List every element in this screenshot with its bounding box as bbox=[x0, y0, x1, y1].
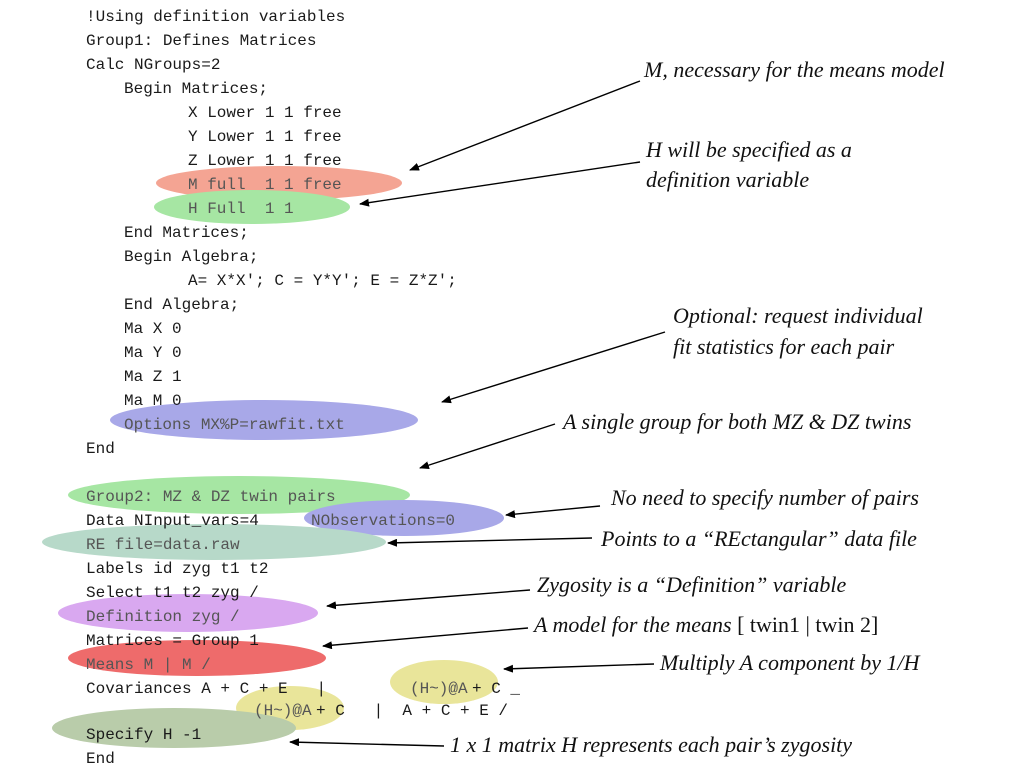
code-line: NObservations=0 bbox=[311, 512, 456, 530]
code-line: Labels id zyg t1 t2 bbox=[86, 560, 269, 578]
code-line: (H~)@A bbox=[254, 702, 312, 720]
code-line: Begin Matrices; bbox=[124, 80, 269, 98]
code-line: Ma X 0 bbox=[124, 320, 182, 338]
arrow-matrix-h bbox=[289, 738, 445, 747]
highlight-means bbox=[68, 640, 326, 676]
arrow-means-model bbox=[322, 627, 529, 650]
highlight-specify bbox=[52, 708, 296, 748]
code-line: Means M | M / bbox=[86, 656, 211, 674]
arrow-optional bbox=[441, 331, 666, 404]
annotation-single-group: A single group for both MZ & DZ twins bbox=[563, 409, 912, 434]
arrow-multiply bbox=[503, 663, 655, 673]
code-line: Z Lower 1 1 free bbox=[188, 152, 342, 170]
annotation-no-pairs: No need to specify number of pairs bbox=[611, 485, 919, 510]
annotation-optional-line2: fit statistics for each pair bbox=[673, 334, 895, 359]
code-line: Ma M 0 bbox=[124, 392, 182, 410]
code-line: Ma Z 1 bbox=[124, 368, 182, 386]
arrow-means-model-m bbox=[409, 80, 641, 171]
code-line: + C _ bbox=[472, 680, 521, 698]
code-line: Covariances A + C + E | bbox=[86, 680, 327, 698]
highlight-options bbox=[110, 400, 418, 440]
annotation-optional-line1: Optional: request individual bbox=[673, 303, 923, 328]
code-line: End Matrices; bbox=[124, 224, 249, 242]
annotation-means-model-text: A model for the means bbox=[534, 612, 732, 637]
arrow-h-definition bbox=[359, 161, 641, 207]
code-line: Matrices = Group 1 bbox=[86, 632, 259, 650]
highlight-h-matrix bbox=[154, 190, 350, 224]
code-line: Specify H -1 bbox=[86, 726, 202, 744]
annotation-points-to: Points to a “REctangular” data file bbox=[601, 526, 917, 551]
annotation-h-definition-line1: H will be specified as a bbox=[646, 137, 852, 162]
code-line: Calc NGroups=2 bbox=[86, 56, 221, 74]
arrow-points-to bbox=[387, 537, 593, 547]
code-line: (H~)@A bbox=[410, 680, 468, 698]
code-line: Definition zyg / bbox=[86, 608, 240, 626]
annotation-h-definition-line2: definition variable bbox=[646, 167, 810, 192]
code-line: Ma Y 0 bbox=[124, 344, 182, 362]
code-line: Group2: MZ & DZ twin pairs bbox=[86, 488, 336, 506]
code-line: X Lower 1 1 free bbox=[188, 104, 342, 122]
arrow-zygosity bbox=[326, 589, 531, 610]
code-line: Y Lower 1 1 free bbox=[188, 128, 342, 146]
code-line: Select t1 t2 zyg / bbox=[86, 584, 259, 602]
annotation-zygosity: Zygosity is a “Definition” variable bbox=[537, 572, 847, 597]
highlight-re-file bbox=[42, 524, 386, 560]
code-line: M full 1 1 free bbox=[188, 176, 342, 194]
code-line: + C | A + C + E / bbox=[316, 702, 509, 720]
code-line: Data NInput_vars=4 bbox=[86, 512, 259, 530]
arrow-no-pairs bbox=[505, 505, 601, 519]
code-line: End bbox=[86, 750, 115, 768]
code-line: End Algebra; bbox=[124, 296, 240, 314]
annotation-means-model: A model for the means [ twin1 | twin 2] bbox=[534, 613, 878, 637]
code-line: End bbox=[86, 440, 115, 458]
code-line: Begin Algebra; bbox=[124, 248, 259, 266]
annotation-multiply: Multiply A component by 1/H bbox=[660, 650, 920, 675]
code-line: RE file=data.raw bbox=[86, 536, 240, 554]
code-line: H Full 1 1 bbox=[188, 200, 294, 218]
annotation-matrix-h: 1 x 1 matrix H represents each pair’s zy… bbox=[450, 732, 853, 757]
code-line: Options MX%P=rawfit.txt bbox=[124, 416, 345, 434]
code-line: !Using definition variables bbox=[86, 8, 346, 26]
arrow-single-group bbox=[419, 423, 556, 470]
annotation-means-model-brackets: [ twin1 | twin 2] bbox=[731, 612, 879, 637]
code-line: Group1: Defines Matrices bbox=[86, 32, 317, 50]
code-line: A= X*X'; C = Y*Y'; E = Z*Z'; bbox=[188, 272, 457, 290]
annotation-means-model-m: M, necessary for the means model bbox=[644, 57, 945, 82]
highlight-h-a-1 bbox=[390, 660, 498, 704]
highlight-definition bbox=[58, 594, 318, 632]
